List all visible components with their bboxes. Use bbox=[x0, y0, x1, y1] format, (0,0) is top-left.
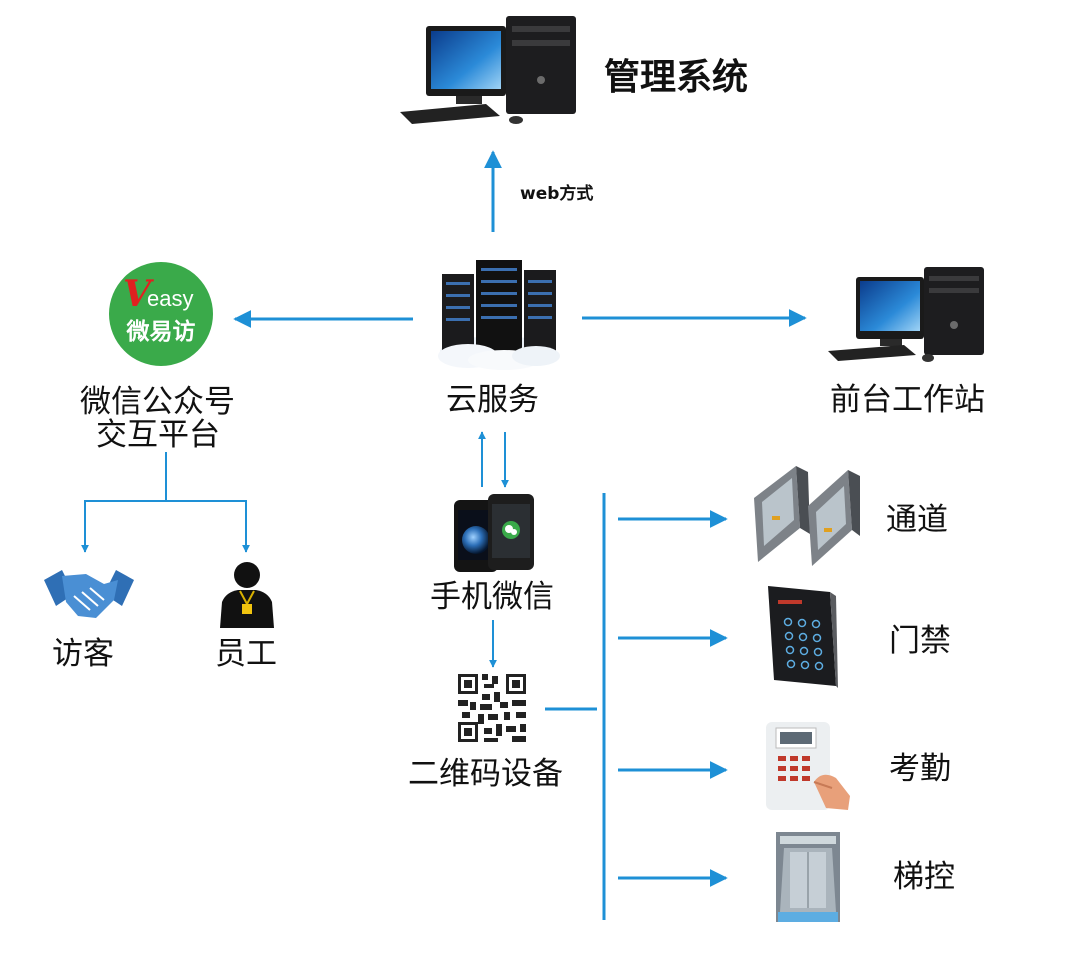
gate-label: 通道 bbox=[886, 502, 948, 538]
qr-device-label: 二维码设备 bbox=[408, 756, 563, 792]
attendance-label: 考勤 bbox=[889, 751, 951, 787]
wechat-platform-line2: 交互平台 bbox=[96, 417, 220, 453]
tree-wechat-branch-right bbox=[166, 500, 250, 553]
visitor-label: 访客 bbox=[52, 636, 114, 672]
fingerprint-attendance-icon bbox=[766, 722, 850, 810]
tree-wechat-branch bbox=[81, 452, 167, 553]
elevator-car-icon bbox=[776, 832, 840, 922]
elevator-control-label: 梯控 bbox=[893, 859, 955, 895]
handshake-icon bbox=[44, 570, 134, 618]
mobile-wechat-label: 手机微信 bbox=[430, 579, 554, 615]
mobile-phones-icon bbox=[454, 494, 534, 572]
employee-icon bbox=[220, 562, 274, 628]
veasy-logo-cn: 微易访 bbox=[126, 319, 196, 345]
veasy-logo-v: V bbox=[123, 273, 151, 315]
qr-code-icon bbox=[456, 672, 528, 744]
cloud-service-label: 云服务 bbox=[446, 382, 539, 418]
web-method-label: web方式 bbox=[520, 184, 594, 204]
access-keypad-icon bbox=[768, 586, 838, 688]
front-desk-label: 前台工作站 bbox=[830, 382, 985, 418]
access-control-label: 门禁 bbox=[889, 623, 951, 659]
management-title: 管理系统 bbox=[604, 57, 749, 98]
veasy-logo-word: easy bbox=[147, 286, 194, 311]
wechat-platform-line1: 微信公众号 bbox=[80, 384, 235, 420]
front-desk-computer-icon bbox=[828, 267, 984, 362]
cloud-server-icon bbox=[438, 260, 560, 370]
employee-label: 员工 bbox=[215, 636, 277, 672]
veasy-logo: V easy 微易访 bbox=[109, 262, 213, 366]
management-computer-icon bbox=[400, 16, 576, 124]
turnstile-gate-icon bbox=[754, 466, 860, 566]
